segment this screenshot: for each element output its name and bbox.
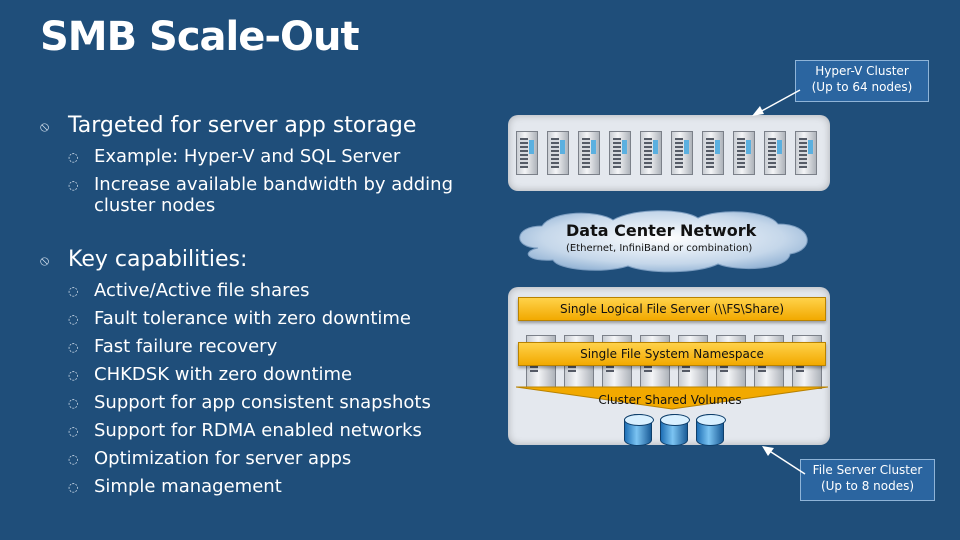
hyperv-server-icon (578, 131, 600, 175)
bullet-targeted: ⦸ Targeted for server app storage (40, 112, 480, 142)
hyperv-cluster-callout: Hyper-V Cluster (Up to 64 nodes) (795, 60, 929, 102)
bullet-capabilities: ⦸ Key capabilities: (40, 246, 480, 276)
sub-bullet-text: Optimization for server apps (94, 448, 352, 469)
sub-bullet-text: Fault tolerance with zero downtime (94, 308, 412, 329)
network-subtitle: (Ethernet, InfiniBand or combination) (566, 243, 753, 254)
hyperv-server-icon (671, 131, 693, 175)
sub-bullet-icon: ◌ (68, 396, 79, 410)
hyperv-node-panel (508, 115, 830, 191)
bullet-text: Key capabilities: (68, 247, 248, 272)
sub-bullet: ◌ Simple management (68, 476, 480, 498)
hyperv-server-icon (609, 131, 631, 175)
network-cloud-icon (519, 210, 808, 273)
sub-bullet-icon: ◌ (68, 340, 79, 354)
sub-bullet-text: Support for app consistent snapshots (94, 392, 431, 413)
hyperv-server-icon (547, 131, 569, 175)
sub-bullet-icon: ◌ (68, 312, 79, 326)
sub-bullet-icon: ◌ (68, 150, 79, 164)
hyperv-server-icon (764, 131, 786, 175)
hyperv-arrow (757, 89, 801, 114)
csv-shape (516, 386, 828, 410)
sub-bullet-text: Increase available bandwidth by adding c… (94, 174, 454, 216)
fs-arrowhead (762, 446, 774, 456)
sub-bullet: ◌ Fast failure recovery (68, 336, 480, 358)
hyperv-server-icon (733, 131, 755, 175)
sub-bullet-text: Example: Hyper-V and SQL Server (94, 146, 401, 167)
sub-bullet-text: Fast failure recovery (94, 336, 278, 357)
file-server-cluster-callout: File Server Cluster (Up to 8 nodes) (800, 459, 935, 501)
page-title: SMB Scale-Out (40, 14, 360, 60)
sub-bullet-icon: ◌ (68, 284, 79, 298)
sub-bullet: ◌ Active/Active file shares (68, 280, 480, 302)
sub-bullet: ◌ Example: Hyper-V and SQL Server (68, 146, 480, 168)
callout-line: File Server Cluster (812, 463, 923, 477)
sub-bullet-icon: ◌ (68, 480, 79, 494)
callout-line: (Up to 8 nodes) (820, 479, 915, 493)
sub-bullet-icon: ◌ (68, 368, 79, 382)
bullet-text: Targeted for server app storage (68, 113, 417, 138)
csv-label: Cluster Shared Volumes (598, 393, 742, 407)
sub-bullet: ◌ Increase available bandwidth by adding… (68, 174, 480, 216)
hyperv-server-icon (702, 131, 724, 175)
logical-file-server-bar: Single Logical File Server (\\FS\Share) (518, 297, 826, 321)
disk-icon (624, 414, 654, 446)
sub-bullet: ◌ Support for app consistent snapshots (68, 392, 480, 414)
disk-icon (696, 414, 726, 446)
bullet-icon: ⦸ (40, 119, 50, 135)
hyperv-server-icon (516, 131, 538, 175)
sub-bullet-text: Active/Active file shares (94, 280, 310, 301)
sub-bullet-icon: ◌ (68, 178, 79, 192)
sub-bullet-text: Simple management (94, 476, 282, 497)
sub-bullet: ◌ Optimization for server apps (68, 448, 480, 470)
callout-line: Hyper-V Cluster (815, 64, 909, 78)
hyperv-server-icon (795, 131, 817, 175)
bullet-list: ⦸ Targeted for server app storage ◌ Exam… (40, 112, 480, 504)
sub-bullet: ◌ CHKDSK with zero downtime (68, 364, 480, 386)
sub-bullet-text: Support for RDMA enabled networks (94, 420, 422, 441)
sub-bullet-text: CHKDSK with zero downtime (94, 364, 353, 385)
fs-arrow (767, 449, 806, 475)
hyperv-arrowhead (752, 106, 764, 116)
sub-bullet-icon: ◌ (68, 424, 79, 438)
hyperv-server-icon (640, 131, 662, 175)
sub-bullet: ◌ Support for RDMA enabled networks (68, 420, 480, 442)
disk-icon (660, 414, 690, 446)
sub-bullet-icon: ◌ (68, 452, 79, 466)
network-title: Data Center Network (566, 221, 757, 240)
callout-line: (Up to 64 nodes) (811, 80, 913, 94)
sub-bullet: ◌ Fault tolerance with zero downtime (68, 308, 480, 330)
bullet-icon: ⦸ (40, 253, 50, 269)
file-system-namespace-bar: Single File System Namespace (518, 342, 826, 366)
